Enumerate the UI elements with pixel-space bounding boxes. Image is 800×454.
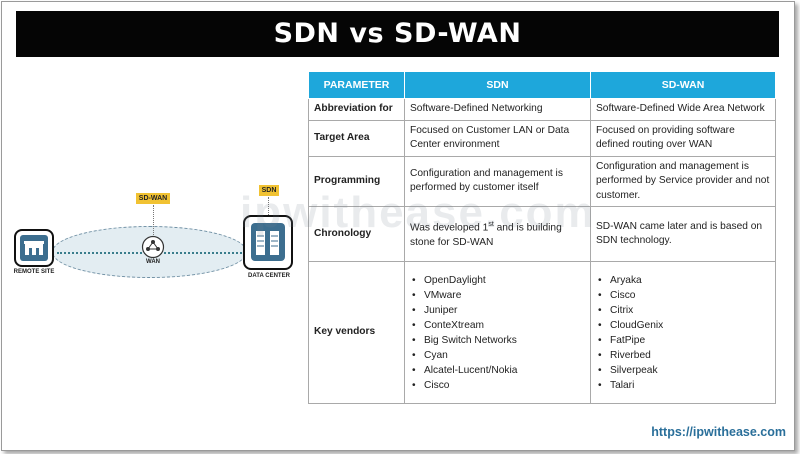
table-row: Chronology Was developed 1st and is buil… [308, 206, 776, 262]
header-sdwan: SD-WAN [590, 71, 776, 99]
param-cell: Target Area [308, 119, 405, 157]
list-item: ConteXtream [412, 318, 585, 333]
table-row: Abbreviation for Software-Defined Networ… [308, 98, 776, 121]
list-item: Talari [598, 378, 770, 393]
ordinal-suffix: st [488, 220, 494, 228]
sdwan-tag-line [153, 205, 154, 235]
list-item: Cisco [412, 378, 585, 393]
sdwan-cell: Aryaka Cisco Citrix CloudGenix FatPipe R… [590, 261, 776, 404]
tag-sdn: SDN [259, 185, 279, 196]
sdn-chronology-text-rest: and is building stone for SD-WAN [410, 222, 562, 248]
list-item: Silverpeak [598, 363, 770, 378]
remote-site-label: REMOTE SITE [13, 269, 55, 275]
list-item: Riverbed [598, 348, 770, 363]
building-icon [20, 235, 48, 266]
header-parameter: PARAMETER [308, 71, 405, 99]
list-item: Big Switch Networks [412, 333, 585, 348]
table-header-row: PARAMETER SDN SD-WAN [308, 71, 776, 99]
sdn-cell: Software-Defined Networking [404, 98, 591, 121]
list-item: VMware [412, 288, 585, 303]
list-item: Juniper [412, 303, 585, 318]
site-url-link[interactable]: https://ipwithease.com [651, 425, 786, 439]
network-diagram: REMOTE SITE WAN SD-WAN [0, 170, 310, 290]
page-title: SDN vs SD-WAN [16, 11, 779, 57]
list-item: Aryaka [598, 273, 770, 288]
sdn-cell: Configuration and management is performe… [404, 155, 591, 207]
sdn-chronology-text: Was developed 1 [410, 222, 489, 234]
sdwan-vendor-list: Aryaka Cisco Citrix CloudGenix FatPipe R… [596, 273, 770, 393]
sdwan-cell: Focused on providing software defined ro… [590, 119, 776, 157]
sdn-cell: OpenDaylight VMware Juniper ConteXtream … [404, 261, 591, 404]
comparison-table: PARAMETER SDN SD-WAN Abbreviation for So… [308, 71, 776, 404]
sdwan-cell: Configuration and management is performe… [590, 155, 776, 207]
sdn-cell: Was developed 1st and is building stone … [404, 206, 591, 262]
table-row: Key vendors OpenDaylight VMware Juniper … [308, 261, 776, 404]
router-icon [141, 235, 165, 264]
table-row: Programming Configuration and management… [308, 155, 776, 207]
tag-sdwan: SD-WAN [136, 193, 170, 204]
data-center-label: DATA CENTER [248, 273, 290, 279]
remote-site-node [14, 229, 54, 267]
header-sdn: SDN [404, 71, 591, 99]
server-rack-icon [251, 223, 285, 266]
param-cell: Key vendors [308, 261, 405, 404]
table-row: Target Area Focused on Customer LAN or D… [308, 119, 776, 157]
param-cell: Programming [308, 155, 405, 207]
list-item: OpenDaylight [412, 273, 585, 288]
data-center-node [243, 215, 293, 270]
sdn-cell: Focused on Customer LAN or Data Center e… [404, 119, 591, 157]
param-cell: Chronology [308, 206, 405, 262]
list-item: CloudGenix [598, 318, 770, 333]
sdn-tag-line [268, 197, 269, 215]
list-item: Citrix [598, 303, 770, 318]
list-item: FatPipe [598, 333, 770, 348]
sdwan-cell: Software-Defined Wide Area Network [590, 98, 776, 121]
sdn-vendor-list: OpenDaylight VMware Juniper ConteXtream … [410, 273, 585, 393]
list-item: Alcatel-Lucent/Nokia [412, 363, 585, 378]
sdwan-cell: SD-WAN came later and is based on SDN te… [590, 206, 776, 262]
param-cell: Abbreviation for [308, 98, 405, 121]
list-item: Cisco [598, 288, 770, 303]
wan-label: WAN [146, 259, 160, 265]
list-item: Cyan [412, 348, 585, 363]
